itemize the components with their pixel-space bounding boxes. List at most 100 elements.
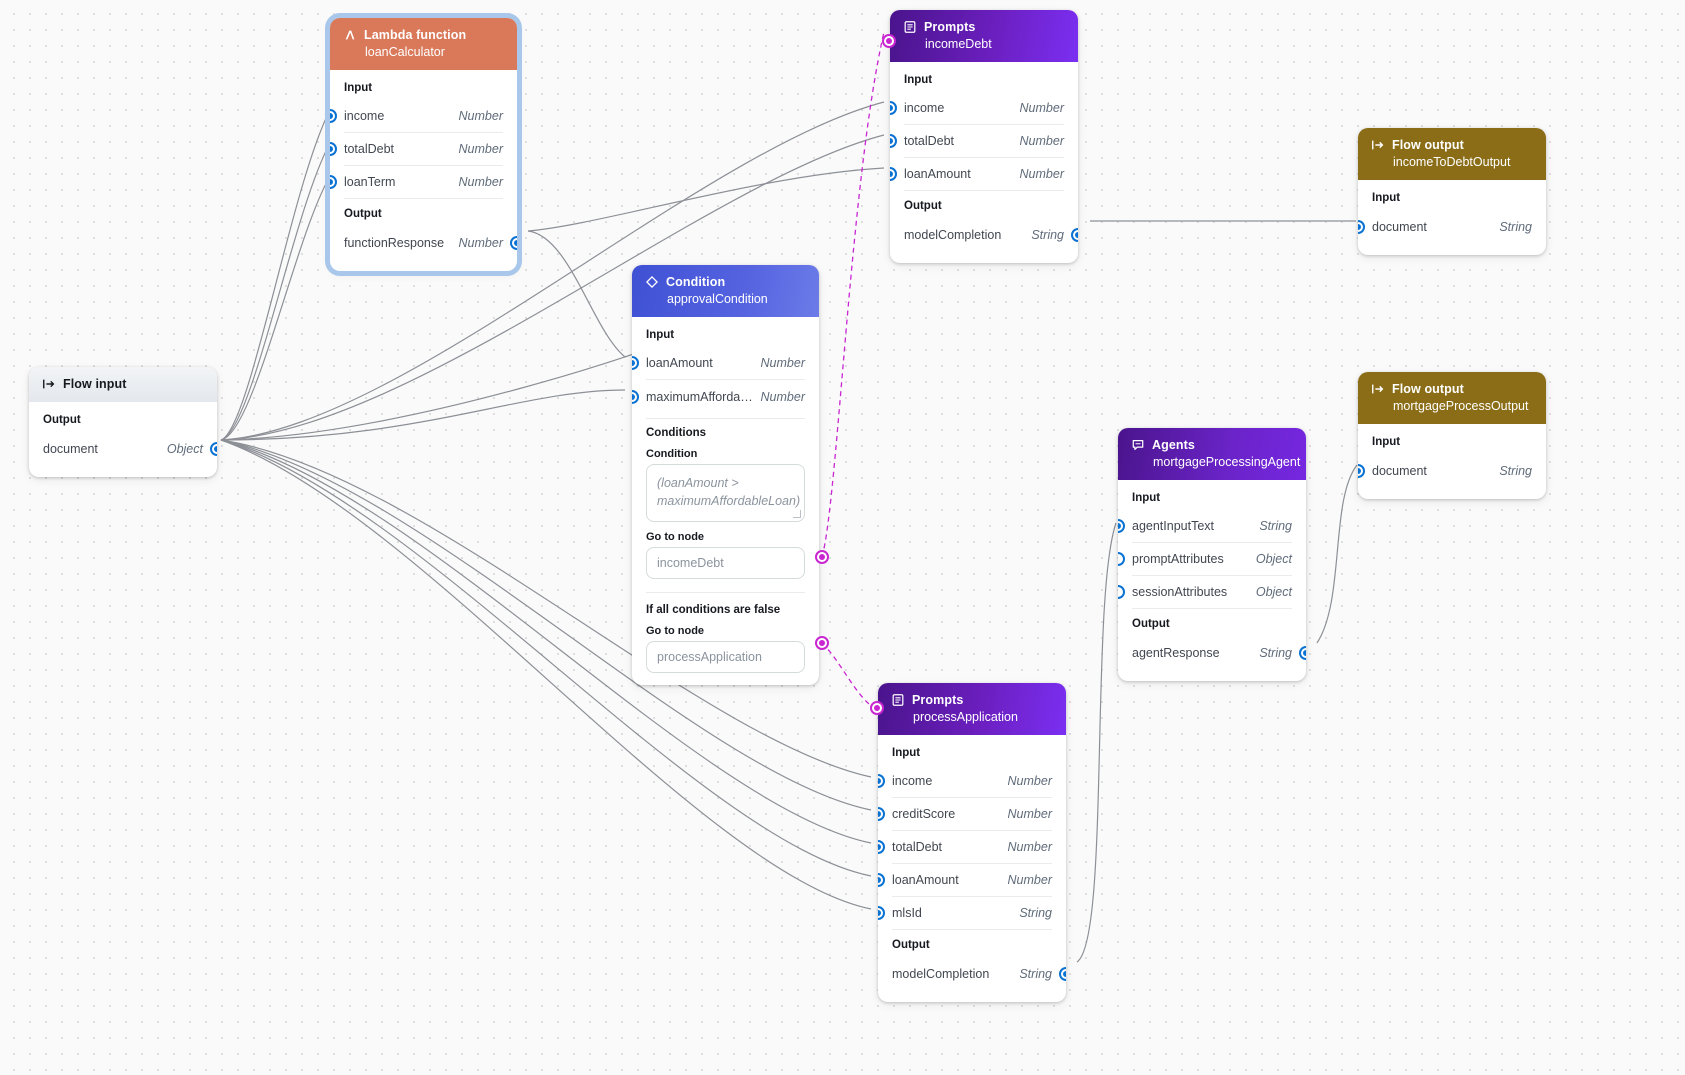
- output-port-functionresponse[interactable]: [510, 235, 517, 250]
- input-section-label: Input: [1372, 192, 1401, 204]
- condition-field-label: Condition: [646, 448, 698, 460]
- input-port-maximumaffordable[interactable]: [632, 389, 639, 404]
- port-row-agentinputtext[interactable]: agentInputText String: [1118, 510, 1292, 543]
- input-port-income[interactable]: [330, 109, 337, 123]
- input-port-agentinputtext[interactable]: [1118, 519, 1125, 533]
- node-header: Lambda function loanCalculator: [330, 18, 517, 70]
- node-type-label: Prompts: [912, 693, 964, 707]
- port-label: modelCompletion: [892, 966, 990, 981]
- node-header: Condition approvalCondition: [632, 265, 819, 317]
- input-port-totaldebt[interactable]: [330, 142, 337, 156]
- port-row-income[interactable]: income Number: [890, 92, 1064, 125]
- port-label: maximumAfforda…: [646, 389, 753, 404]
- output-section-label: Output: [344, 208, 382, 220]
- input-port-creditscore[interactable]: [878, 807, 885, 821]
- output-port-document[interactable]: [210, 441, 217, 456]
- node-flow-output-mortgageprocessoutput[interactable]: Flow output mortgageProcessOutput Input …: [1358, 372, 1546, 499]
- port-row-loanamount[interactable]: loanAmount Number: [878, 864, 1052, 897]
- lambda-icon: [345, 30, 355, 40]
- port-label: loanAmount: [892, 873, 959, 887]
- goto-node-label-false: Go to node: [646, 625, 705, 637]
- conditional-entry-port[interactable]: [870, 701, 884, 715]
- port-row-mlsid[interactable]: mlsId String: [878, 897, 1052, 930]
- input-port-income[interactable]: [890, 101, 897, 115]
- port-row-document[interactable]: document String: [1358, 454, 1532, 487]
- port-row-maximumaffordable[interactable]: maximumAfforda… Number: [632, 380, 805, 413]
- port-type: Number: [458, 175, 503, 189]
- port-row-modelcompletion[interactable]: modelCompletion String: [892, 957, 1066, 990]
- output-section-label: Output: [892, 939, 930, 951]
- node-prompts-incomedebt[interactable]: Prompts incomeDebt Input income Number t…: [882, 10, 1078, 263]
- input-port-loanamount[interactable]: [890, 167, 897, 181]
- port-row-totaldebt[interactable]: totalDebt Number: [330, 133, 503, 166]
- input-port-sessionattributes[interactable]: [1118, 585, 1125, 599]
- node-lambda-function[interactable]: Lambda function loanCalculator Input inc…: [330, 18, 517, 271]
- node-flow-input[interactable]: Flow input Output document Object: [29, 367, 217, 477]
- port-row-totaldebt[interactable]: totalDebt Number: [878, 831, 1052, 864]
- node-agents-mortgageprocessingagent[interactable]: Agents mortgageProcessingAgent Input age…: [1118, 428, 1306, 681]
- port-row-creditscore[interactable]: creditScore Number: [878, 798, 1052, 831]
- port-type: String: [1499, 219, 1532, 234]
- node-condition-approvalcondition[interactable]: Condition approvalCondition Input loanAm…: [632, 265, 829, 685]
- condition-true-target-input[interactable]: incomeDebt: [646, 547, 805, 579]
- node-prompts-processapplication[interactable]: Prompts processApplication Input income …: [870, 683, 1066, 1002]
- port-row-totaldebt[interactable]: totalDebt Number: [890, 125, 1064, 158]
- output-port-modelcompletion[interactable]: [1071, 227, 1078, 242]
- input-port-promptattributes[interactable]: [1118, 552, 1125, 566]
- port-row-loanamount[interactable]: loanAmount Number: [632, 347, 805, 380]
- node-name-label: mortgageProcessingAgent: [1153, 455, 1301, 469]
- port-type: String: [1019, 906, 1052, 920]
- port-label: income: [904, 101, 945, 115]
- port-row-modelcompletion[interactable]: modelCompletion String: [904, 218, 1078, 251]
- output-port-modelcompletion[interactable]: [1059, 966, 1066, 981]
- port-row-agentresponse[interactable]: agentResponse String: [1132, 636, 1306, 669]
- condition-expression-input[interactable]: (loanAmount > maximumAffordableLoan): [646, 464, 805, 522]
- port-label: loanAmount: [646, 356, 713, 370]
- goto-node-label: Go to node: [646, 531, 705, 543]
- input-port-loanamount[interactable]: [878, 873, 885, 887]
- condition-false-output-port[interactable]: [815, 636, 829, 650]
- port-type: Number: [1019, 101, 1064, 115]
- port-row-loanterm[interactable]: loanTerm Number: [330, 166, 503, 199]
- port-type: Number: [1007, 774, 1052, 788]
- port-label: creditScore: [892, 807, 956, 821]
- condition-false-target-input[interactable]: processApplication: [646, 641, 805, 673]
- port-row-document[interactable]: document String: [1358, 210, 1532, 243]
- port-type: Number: [1007, 807, 1052, 821]
- output-section-label: Output: [1132, 618, 1170, 630]
- port-label: totalDebt: [904, 134, 955, 148]
- flow-output-icon: [1372, 140, 1384, 150]
- node-body: Input document String: [1358, 180, 1546, 255]
- output-port-agentresponse[interactable]: [1299, 645, 1306, 660]
- flow-input-icon: [43, 379, 55, 389]
- node-name-label: loanCalculator: [365, 45, 445, 59]
- node-type-label: Agents: [1152, 438, 1195, 452]
- input-port-totaldebt[interactable]: [878, 840, 885, 854]
- port-row-document[interactable]: document Object: [43, 432, 217, 465]
- node-name-label: mortgageProcessOutput: [1393, 399, 1529, 413]
- port-row-loanamount[interactable]: loanAmount Number: [890, 158, 1064, 191]
- node-header: Flow output mortgageProcessOutput: [1358, 372, 1546, 424]
- port-label: agentResponse: [1132, 645, 1220, 660]
- condition-true-output-port[interactable]: [815, 550, 829, 564]
- port-row-functionresponse[interactable]: functionResponse Number: [344, 226, 517, 259]
- port-row-income[interactable]: income Number: [878, 765, 1052, 798]
- input-port-mlsid[interactable]: [878, 906, 885, 920]
- port-type: Object: [1255, 585, 1292, 599]
- input-port-totaldebt[interactable]: [890, 134, 897, 148]
- node-header: Agents mortgageProcessingAgent: [1118, 428, 1306, 480]
- node-flow-output-incometodebtoutput[interactable]: Flow output incomeToDebtOutput Input doc…: [1358, 128, 1546, 255]
- input-port-loanterm[interactable]: [330, 175, 337, 189]
- port-row-income[interactable]: income Number: [330, 100, 503, 133]
- port-row-promptattributes[interactable]: promptAttributes Object: [1118, 543, 1292, 576]
- node-type-label: Prompts: [924, 20, 976, 34]
- port-row-sessionattributes[interactable]: sessionAttributes Object: [1118, 576, 1292, 609]
- input-port-income[interactable]: [878, 774, 885, 788]
- node-type-label: Flow output: [1392, 138, 1464, 152]
- input-port-loanamount[interactable]: [632, 356, 639, 370]
- input-port-document[interactable]: [1358, 463, 1365, 478]
- input-port-document[interactable]: [1358, 219, 1365, 234]
- conditional-entry-port[interactable]: [882, 34, 896, 48]
- divider: [646, 592, 805, 593]
